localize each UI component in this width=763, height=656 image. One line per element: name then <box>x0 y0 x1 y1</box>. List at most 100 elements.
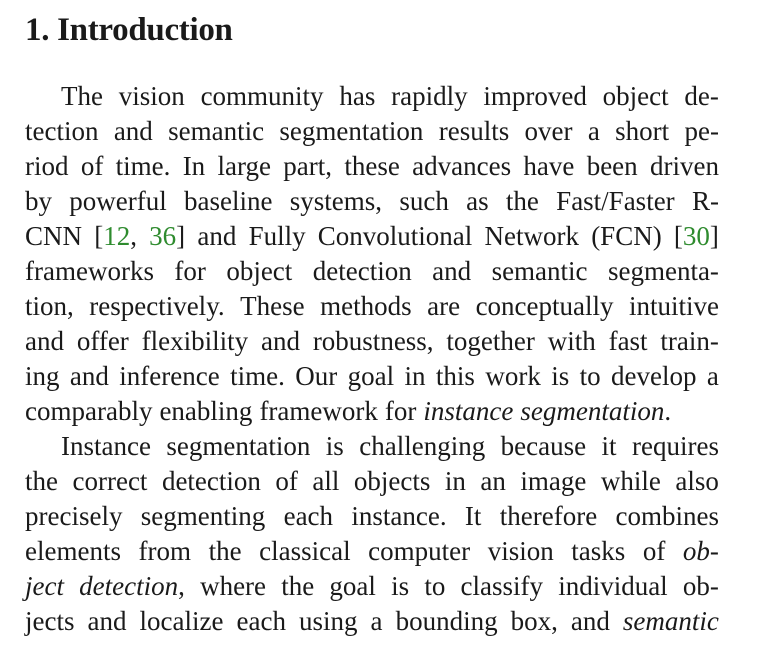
word-text: In <box>182 151 206 181</box>
word: Convolutional <box>318 219 473 254</box>
word: conceptually <box>476 289 614 324</box>
word-text: classify <box>460 571 543 601</box>
word-text: in <box>444 466 466 496</box>
word-text: are <box>427 291 461 321</box>
word-text: short <box>615 116 670 146</box>
word: classical <box>259 534 350 569</box>
word: of <box>81 149 104 184</box>
word: R- <box>692 184 719 219</box>
word-text: combines <box>615 501 719 531</box>
word-text: while <box>600 466 661 496</box>
word: individual <box>558 569 668 604</box>
word: object <box>603 79 669 114</box>
citation-link[interactable]: 12 <box>103 221 131 251</box>
word-text: These <box>240 291 305 321</box>
word: segmentation. <box>520 394 671 429</box>
word-text: and <box>432 256 472 286</box>
word-text: The <box>61 81 103 111</box>
word-text: segmenting <box>140 501 266 531</box>
word-text: R- <box>691 186 719 216</box>
word-text: from <box>138 536 192 566</box>
word-text: and <box>113 116 153 146</box>
word-text: riod <box>25 151 69 181</box>
word-text: have <box>523 151 575 181</box>
word-text: and <box>25 326 64 356</box>
word: intuitive <box>629 289 719 324</box>
word: tection <box>25 114 98 149</box>
word-text: and <box>260 326 300 356</box>
word: elements <box>25 534 121 569</box>
word: an <box>480 464 505 499</box>
word-text: pe- <box>684 116 719 146</box>
word-text: semantic <box>168 116 265 146</box>
word: the <box>281 569 314 604</box>
word-text: Convolutional <box>317 221 473 251</box>
word-text: part, <box>283 151 333 181</box>
word-text: train- <box>660 326 719 356</box>
word-text: individual <box>558 571 668 601</box>
word-text: rapidly <box>391 81 468 111</box>
word: of <box>643 534 666 569</box>
word-text: a <box>706 361 719 391</box>
word-text: offer <box>76 326 129 356</box>
word-text: these <box>344 151 400 181</box>
word-text: ject <box>25 571 64 601</box>
word: from <box>139 534 191 569</box>
word: large <box>218 149 271 184</box>
word: [30] <box>674 219 719 254</box>
word-text: segmenta- <box>607 256 719 286</box>
word-text: time. <box>115 151 171 181</box>
word-text: therefore <box>499 501 598 531</box>
word-text: by <box>25 186 52 216</box>
word: advances <box>412 149 511 184</box>
word-text: detection <box>79 571 179 601</box>
word-text: is <box>551 361 570 391</box>
word: time. <box>116 149 171 184</box>
word: tion, <box>25 289 74 324</box>
word: bounding <box>396 604 498 639</box>
word: combines <box>616 499 719 534</box>
word-text: and <box>570 606 610 636</box>
word: detection <box>162 464 261 499</box>
word-text: methods <box>320 291 412 321</box>
word: been <box>587 149 638 184</box>
word-text: Our <box>295 361 338 391</box>
word-text: jects <box>25 606 75 636</box>
word: jects <box>25 604 74 639</box>
word: of <box>275 464 298 499</box>
word: a <box>588 114 600 149</box>
citation-link[interactable]: 36 <box>149 221 177 251</box>
word: and <box>197 219 236 254</box>
word: objects <box>354 464 430 499</box>
word: a <box>707 359 719 394</box>
word-text: image <box>520 466 587 496</box>
word-text: CNN <box>25 221 83 251</box>
word-text: ing <box>25 361 60 391</box>
word-text: ob- <box>682 571 719 601</box>
word-text: framework <box>259 396 378 426</box>
word-text: challenging <box>359 431 486 461</box>
word: instance. <box>351 499 446 534</box>
word: de- <box>684 79 718 114</box>
word-text: object <box>226 256 293 286</box>
word-text: is <box>325 431 344 461</box>
word: a <box>371 604 383 639</box>
word-text: Fully <box>248 221 306 251</box>
word: it <box>602 429 617 464</box>
citation-link[interactable]: 30 <box>682 221 710 251</box>
word-text: bounding <box>395 606 498 636</box>
word-text: to <box>424 571 446 601</box>
word: and <box>432 254 471 289</box>
word-text: segmentation <box>166 431 311 461</box>
word-text: semantic <box>491 256 588 286</box>
word-text: [ <box>673 221 683 251</box>
word-text: intuitive <box>629 291 719 321</box>
word: goal <box>329 569 376 604</box>
word-text: using <box>299 606 358 636</box>
word-text: localize <box>139 606 224 636</box>
